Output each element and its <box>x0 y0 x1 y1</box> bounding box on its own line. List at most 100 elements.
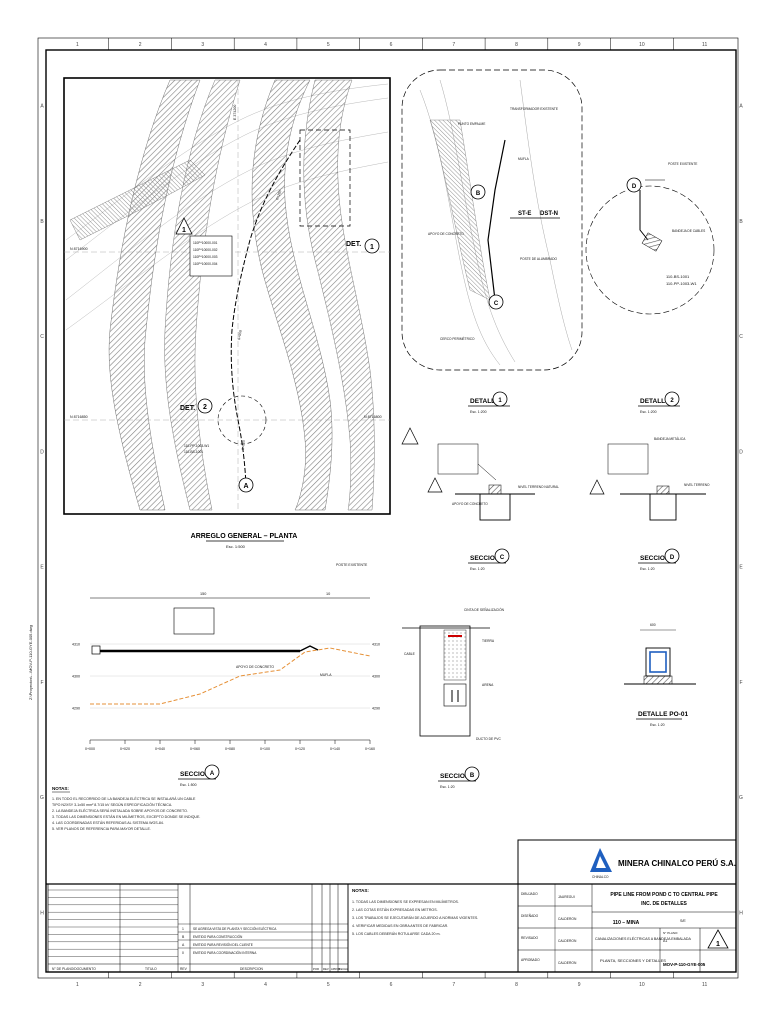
grid-row-right: H <box>739 910 743 916</box>
svg-text:1. TODAS LAS DIMENSIONES SE EX: 1. TODAS LAS DIMENSIONES SE EXPRESAN EN … <box>352 900 459 904</box>
svg-text:N° PLANO:: N° PLANO: <box>663 931 678 935</box>
svg-text:A: A <box>210 771 215 777</box>
svg-text:NOTAS:: NOTAS: <box>52 786 69 791</box>
svg-text:DETALLE PO-01: DETALLE PO-01 <box>638 711 688 718</box>
plan-label-3: 110P*10000-003 <box>193 255 218 259</box>
svg-text:4. LAS COORDENADAS ESTÁN REFER: 4. LAS COORDENADAS ESTÁN REFERIDAS AL SI… <box>52 821 164 825</box>
plan-station-3: 0+000 <box>241 440 246 450</box>
grid-row-left: A <box>40 104 44 110</box>
grid-col-top: 11 <box>702 42 707 48</box>
title-scale: S/E <box>680 919 686 923</box>
section-a-station: 0+100 <box>260 747 270 751</box>
plan-bl-label-2: 110-BS-1001 <box>184 450 203 454</box>
detail-1-title: DETALLE 1 Esc. 1:200 <box>468 391 510 414</box>
grid-row-right: E <box>739 565 743 571</box>
section-d-title: SECCION D Esc. 1:20 <box>638 548 680 571</box>
svg-text:REVISADO: REVISADO <box>521 936 538 940</box>
svg-text:5. LOS CABLES DEBERÁN ROTULARS: 5. LOS CABLES DEBERÁN ROTULARSE CADA 20 … <box>352 932 440 936</box>
section-a-station: 0+060 <box>190 747 200 751</box>
rev-row-num: 0 <box>182 951 184 955</box>
svg-text:3. TODAS LAS DIMENSIONES ESTÁN: 3. TODAS LAS DIMENSIONES ESTÁN EN MILÍME… <box>52 815 200 819</box>
grid-col-bottom: 4 <box>264 982 267 988</box>
plan-label-4: 110P*10000-004 <box>193 262 218 266</box>
svg-text:10: 10 <box>326 592 330 596</box>
svg-text:ST-E: ST-E <box>518 211 531 217</box>
grid-col-bottom: 9 <box>578 982 581 988</box>
grid-col-top: 8 <box>515 42 518 48</box>
svg-text:110-PP-1003-W1: 110-PP-1003-W1 <box>666 281 697 286</box>
grid-col-top: 4 <box>264 42 267 48</box>
grid-row-right: F <box>739 680 742 686</box>
svg-text:CERCO PERIMÉTRICO: CERCO PERIMÉTRICO <box>440 336 475 341</box>
grid-col-bottom: 1 <box>76 982 79 988</box>
grid-col-top: 7 <box>452 42 455 48</box>
svg-text:CALDERON: CALDERON <box>558 961 577 965</box>
svg-text:APOYO DE CONCRETO: APOYO DE CONCRETO <box>428 232 464 236</box>
svg-text:DESCRIPCION: DESCRIPCION <box>240 967 264 971</box>
svg-text:MUFLA: MUFLA <box>320 673 332 677</box>
grid-col-bottom: 2 <box>139 982 142 988</box>
svg-text:CALDERON: CALDERON <box>558 939 577 943</box>
svg-text:A: A <box>243 483 248 490</box>
svg-text:DETALLE: DETALLE <box>640 398 670 405</box>
general-notes: NOTAS: 1. EN TODO EL RECORRIDO DE LA BAN… <box>52 786 200 831</box>
svg-text:POR: POR <box>313 967 319 971</box>
svg-text:B: B <box>476 191 481 197</box>
svg-text:TITULO: TITULO <box>145 967 157 971</box>
title-desc-2: PLANTA, SECCIONES Y DETALLES <box>600 958 666 963</box>
svg-text:CALDERON: CALDERON <box>558 917 577 921</box>
svg-text:1: 1 <box>498 398 502 404</box>
svg-text:FECHA: FECHA <box>339 967 348 971</box>
svg-text:2. LAS COTAS ESTÁN EXPRESADAS: 2. LAS COTAS ESTÁN EXPRESADAS EN METROS. <box>352 908 438 912</box>
grid-col-bottom: 5 <box>327 982 330 988</box>
section-a-elev-left: 4310 <box>72 643 80 647</box>
grid-col-bottom: 6 <box>390 982 393 988</box>
rev-row-desc: EMITIDO PARA COORDINACIÓN INTERNA <box>193 950 257 955</box>
plan-det1-callout: DET. 1 <box>346 238 380 254</box>
company-name: MINERA CHINALCO PERÚ S.A. <box>618 859 736 868</box>
svg-text:BANDEJA METÁLICA: BANDEJA METÁLICA <box>654 437 686 441</box>
svg-text:DETALLE: DETALLE <box>470 398 500 405</box>
svg-text:NIVEL TERRENO NATURAL: NIVEL TERRENO NATURAL <box>518 485 559 489</box>
svg-text:2. LA BANDEJA ELÉCTRICA SERÁ I: 2. LA BANDEJA ELÉCTRICA SERÁ INSTALADA S… <box>52 808 188 813</box>
svg-text:DET.: DET. <box>346 241 361 248</box>
section-a-title: SECCION A Esc. 1:500 <box>178 764 220 787</box>
svg-text:2: 2 <box>670 398 674 404</box>
svg-text:TIERRA: TIERRA <box>482 639 495 643</box>
svg-text:Esc. 1:200: Esc. 1:200 <box>470 410 487 414</box>
title-desc-1: CANALIZACIONES ELÉCTRICAS A BANDEJA EMBA… <box>595 936 691 941</box>
detail-1: B C ST-E DST-N PUNTO EMPALME TRANSFORMAD… <box>401 69 583 371</box>
svg-text:Esc. 1:200: Esc. 1:200 <box>640 410 657 414</box>
svg-text:POSTE EXISTENTE: POSTE EXISTENTE <box>668 162 697 166</box>
detail-2-title: DETALLE 2 Esc. 1:200 <box>638 391 680 414</box>
title-line-2: INC. DE DETALLES <box>641 901 687 907</box>
grid-col-top: 1 <box>76 42 79 48</box>
svg-text:D: D <box>670 555 675 561</box>
side-file-path: Z:\Proyectos\...\MOV-P-110-GYE-005.dwg <box>28 625 33 700</box>
logo-text: CHINALCO <box>592 875 609 879</box>
detail-po01-title: DETALLE PO-01 Esc. 1:20 <box>636 711 688 727</box>
section-c: APOYO DE CONCRETO NIVEL TERRENO NATURAL <box>401 427 559 521</box>
svg-text:DST-N: DST-N <box>540 211 558 217</box>
svg-text:MUFLA: MUFLA <box>518 157 530 161</box>
plan-station-2: 0+050 <box>237 330 243 340</box>
svg-text:Esc. 1:20: Esc. 1:20 <box>640 567 655 571</box>
svg-text:SECCION: SECCION <box>440 773 470 780</box>
outer-frame <box>37 37 739 979</box>
svg-text:5. VER PLANOS DE REFERENCIA PA: 5. VER PLANOS DE REFERENCIA PARA MAYOR D… <box>52 827 151 831</box>
svg-text:1: 1 <box>370 244 374 251</box>
grid-col-top: 9 <box>578 42 581 48</box>
company-block: CHINALCO MINERA CHINALCO PERÚ S.A. <box>517 839 737 885</box>
grid-row-right: A <box>739 104 743 110</box>
svg-text:JAUREGUI: JAUREGUI <box>558 895 575 899</box>
plan-bl-label-1: 110-PP-1003-W1 <box>184 444 209 448</box>
svg-text:REV: REV <box>323 967 329 971</box>
svg-text:D: D <box>632 184 637 190</box>
plan-det2-callout: DET. 2 <box>180 398 213 414</box>
grid-col-bottom: 11 <box>702 982 707 988</box>
section-a-station: 0+140 <box>330 747 340 751</box>
svg-text:SECCION: SECCION <box>640 555 670 562</box>
svg-text:B: B <box>470 773 475 779</box>
grid-row-right: G <box>739 795 743 801</box>
